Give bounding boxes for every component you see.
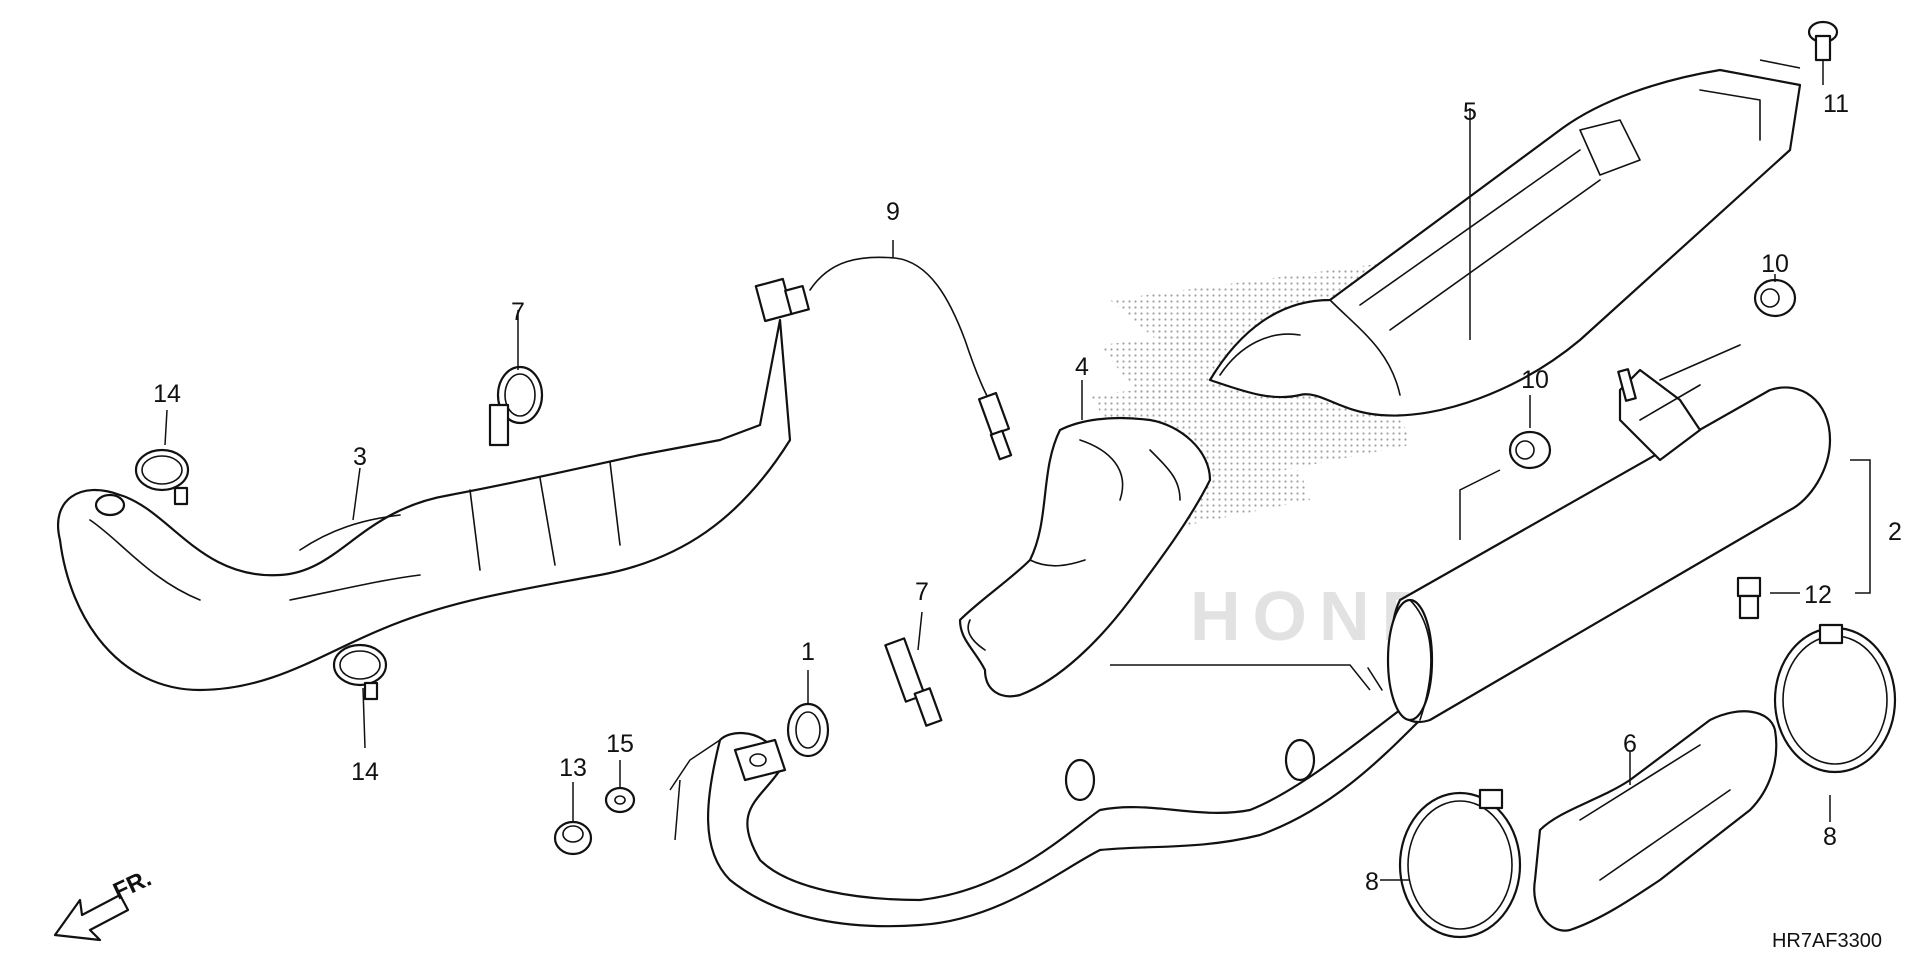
- sensor-clamp-lower[interactable]: [884, 637, 943, 727]
- rubber-mount-lower[interactable]: [1508, 430, 1552, 470]
- callout-7-lower: 7: [915, 578, 929, 606]
- callout-3: 3: [353, 443, 367, 471]
- callout-4: 4: [1075, 353, 1089, 381]
- muffler-assembly[interactable]: [706, 368, 1832, 928]
- callout-7-upper: 7: [511, 298, 525, 326]
- rear-heat-protector[interactable]: [958, 416, 1212, 698]
- callout-11: 11: [1823, 90, 1849, 118]
- callout-8-left: 8: [1365, 868, 1379, 896]
- hose-clamp-lower[interactable]: [332, 643, 388, 701]
- front-exhaust-pipe[interactable]: [57, 318, 792, 692]
- diagram-code: HR7AF3300: [1772, 930, 1882, 952]
- callout-1: 1: [801, 638, 815, 666]
- callout-2: 2: [1888, 518, 1902, 546]
- hose-clamp-upper[interactable]: [134, 448, 190, 506]
- callout-8-right: 8: [1823, 823, 1837, 851]
- flange-nut[interactable]: [553, 820, 593, 856]
- callout-labels: 1 2 3 4 5 6 7 7 8 8 9 10 10 11 12 13 14 …: [153, 90, 1902, 896]
- callout-14-lower: 14: [351, 758, 379, 786]
- band-clamp-left[interactable]: [1398, 788, 1522, 939]
- front-direction-indicator: FR.: [53, 865, 156, 942]
- muffler-heat-shield[interactable]: [1208, 68, 1802, 417]
- callout-10-lower: 10: [1521, 366, 1549, 394]
- band-clamp-right[interactable]: [1773, 623, 1897, 774]
- callout-6: 6: [1623, 730, 1637, 758]
- rubber-mount-upper[interactable]: [1659, 278, 1797, 381]
- callout-10-upper: 10: [1761, 250, 1789, 278]
- exhaust-gasket[interactable]: [786, 702, 830, 758]
- callout-9: 9: [886, 198, 900, 226]
- washer[interactable]: [604, 786, 636, 814]
- sensor-bolt[interactable]: [1736, 576, 1762, 620]
- oxygen-sensor[interactable]: [754, 256, 1013, 461]
- tailpipe-cover[interactable]: [1533, 710, 1778, 932]
- leader-lines: [164, 59, 1871, 881]
- callout-15: 15: [606, 730, 634, 758]
- front-arrow-icon: [53, 893, 130, 942]
- callout-14-upper: 14: [153, 380, 181, 408]
- sensor-clamp-upper[interactable]: [488, 365, 544, 447]
- callout-12: 12: [1804, 581, 1832, 609]
- shield-bolt[interactable]: [1807, 20, 1839, 62]
- callout-5: 5: [1463, 98, 1477, 126]
- callout-13: 13: [559, 754, 587, 782]
